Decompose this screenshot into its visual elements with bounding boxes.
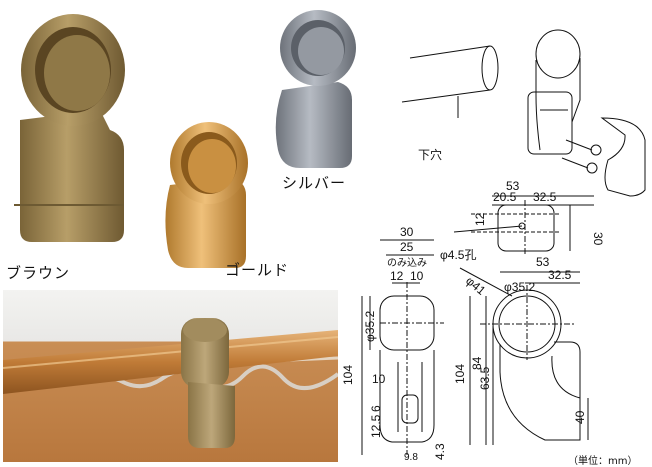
dim-side-98: 9.8 bbox=[404, 452, 418, 462]
dim-top-width: 53 bbox=[506, 179, 520, 193]
dim-top-right: 32.5 bbox=[533, 190, 557, 204]
rail-sketch bbox=[401, 45, 499, 118]
dim-side-125: 12.5 bbox=[369, 414, 383, 438]
side-view-drawing bbox=[361, 239, 444, 455]
label-pilot-hole: 下穴 bbox=[418, 148, 443, 162]
dim-side-phi: φ35.2 bbox=[363, 311, 377, 342]
dim-side-43: 4.3 bbox=[433, 443, 447, 460]
dim-front-104: 104 bbox=[453, 364, 467, 384]
dim-side-30: 30 bbox=[400, 225, 414, 239]
dim-front-40: 40 bbox=[573, 410, 587, 424]
dim-side-104: 104 bbox=[341, 365, 355, 385]
dim-top-height: 30 bbox=[591, 232, 605, 246]
product-photos bbox=[14, 10, 356, 268]
top-view-drawing bbox=[453, 195, 594, 255]
dim-front-phi352: φ35.2 bbox=[504, 280, 535, 294]
dim-top-small: 12 bbox=[473, 212, 487, 226]
dim-front-325: 32.5 bbox=[548, 268, 572, 282]
silver-bracket-image bbox=[275, 10, 356, 168]
dim-front-53: 53 bbox=[536, 255, 550, 269]
technical-drawings: 53 20.5 32.5 30 12 φ4.5孔 30 25 のみ込み 12 1… bbox=[341, 29, 646, 462]
dim-front-635: 63.5 bbox=[478, 366, 492, 390]
label-brown: ブラウン bbox=[6, 264, 71, 282]
dim-hole: φ4.5孔 bbox=[440, 248, 476, 262]
bracket-exploded-sketch bbox=[527, 29, 646, 197]
dim-top-left: 20.5 bbox=[493, 190, 517, 204]
label-gold: ゴールド bbox=[225, 261, 290, 279]
label-unit: （単位：mm） bbox=[568, 456, 638, 467]
dim-side-6: 6 bbox=[369, 405, 383, 412]
dim-side-12: 12 bbox=[390, 269, 404, 283]
dim-front-phi41: φ41 bbox=[463, 274, 488, 299]
dim-side-25: 25 bbox=[400, 240, 414, 254]
label-silver: シルバー bbox=[282, 174, 347, 192]
brown-bracket-image bbox=[14, 14, 125, 242]
gold-bracket-image bbox=[165, 122, 248, 268]
dim-side-note: のみ込み bbox=[387, 257, 427, 269]
dim-side-10: 10 bbox=[410, 269, 424, 283]
front-view-drawing bbox=[459, 267, 589, 445]
installed-photo bbox=[3, 290, 338, 462]
dim-side-10b: 10 bbox=[372, 372, 386, 386]
dim-front-84: 84 bbox=[470, 356, 484, 370]
